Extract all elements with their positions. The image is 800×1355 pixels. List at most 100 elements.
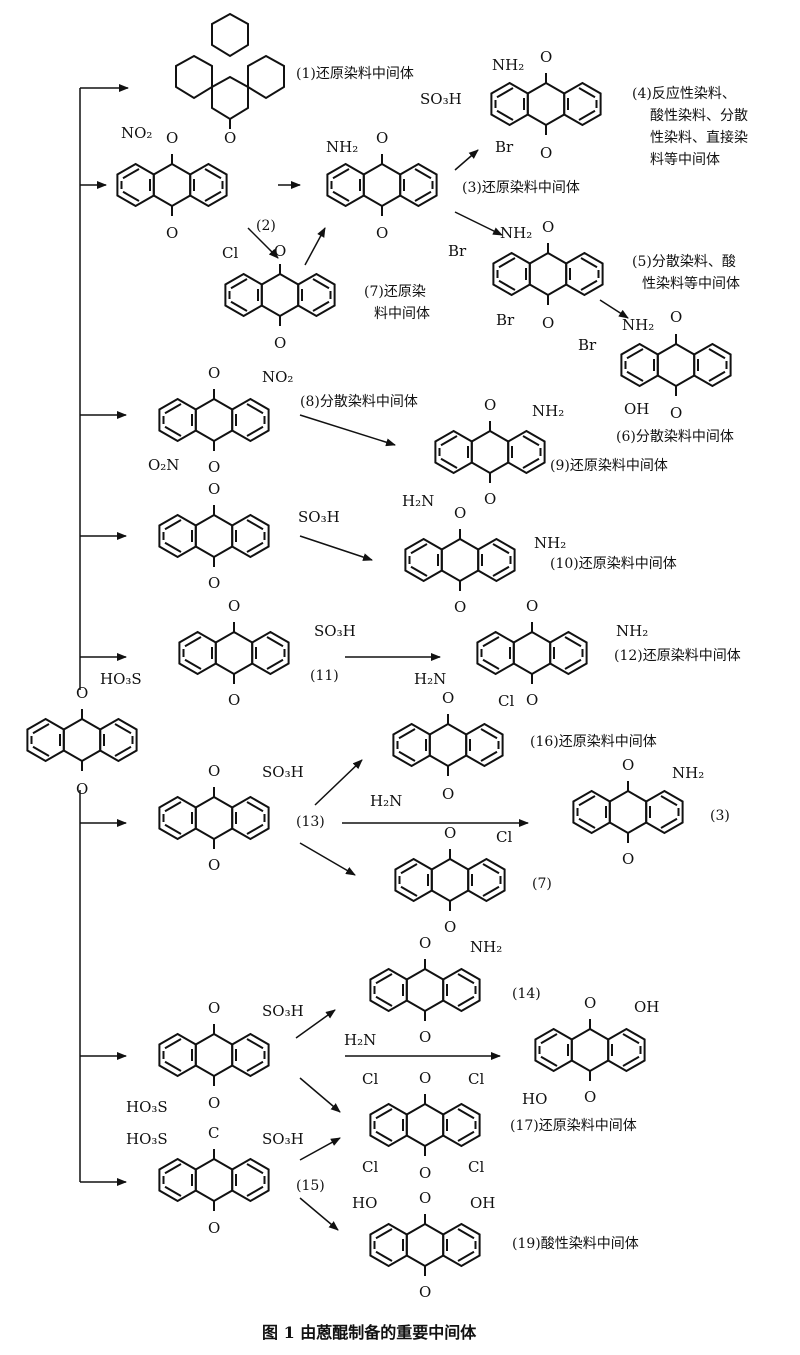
compound-4-structure (490, 72, 602, 136)
atom-O: O (622, 756, 634, 774)
substituent-Br: Br (578, 336, 597, 354)
reaction-arrows (247, 149, 629, 1231)
substituent-SO3H: SO₃H (262, 763, 304, 781)
atom-O: O (484, 490, 496, 508)
atom-O: O (228, 691, 240, 709)
atom-O: O (419, 1283, 431, 1301)
substituent-NO2: NO₂ (262, 368, 293, 386)
svg-text:(4)反应性染料、: (4)反应性染料、 (632, 85, 736, 102)
atom-O: O (542, 218, 554, 236)
substituent-Cl: Cl (468, 1158, 484, 1176)
atom-O: O (208, 762, 220, 780)
compound-2-structure (116, 153, 228, 217)
compound-10-structure (404, 528, 516, 592)
substituent-OH: OH (624, 400, 649, 418)
atom-O: O (376, 129, 388, 147)
branch-lines (79, 84, 129, 1186)
substituent-O2N: O₂N (148, 456, 179, 474)
atom-O: O (166, 129, 178, 147)
substituent-Cl: Cl (222, 244, 238, 262)
substituent-SO3H: SO₃H (298, 508, 340, 526)
atom-O: O (442, 689, 454, 707)
label-compound-11: (11) (310, 668, 339, 684)
label-compound-16: (16)还原染料中间体 (530, 734, 657, 750)
substituent-Br: Br (496, 311, 515, 329)
compound-6-structure (620, 333, 732, 397)
substituent-NH2: NH₂ (534, 534, 566, 552)
atom-O: O (454, 504, 466, 522)
compound-9-structure (434, 420, 546, 484)
atom-O: O (584, 994, 596, 1012)
substituent-H2N: H₂N (402, 492, 434, 510)
atom-O: O (540, 48, 552, 66)
substituent-OH: OH (470, 1194, 495, 1212)
substituent-NO2: NO₂ (121, 124, 152, 142)
substituent-H2N: H₂N (344, 1031, 376, 1049)
svg-text:料等中间体: 料等中间体 (650, 151, 720, 168)
atom-O: O (376, 224, 388, 242)
substituent-SO3H: SO₃H (314, 622, 356, 640)
label-compound-3-repeat: (3) (710, 808, 730, 824)
figure-caption: 图 1 由蒽醌制备的重要中间体 (262, 1323, 477, 1342)
svg-text:(7)还原染: (7)还原染 (364, 284, 426, 300)
atom-O: O (76, 684, 88, 702)
atom-O: O (274, 334, 286, 352)
label-compound-12: (12)还原染料中间体 (614, 648, 741, 664)
label-compound-5: (5)分散染料、酸 性染料等中间体 (632, 254, 740, 292)
atom-O: O (484, 396, 496, 414)
label-compound-10: (10)还原染料中间体 (550, 556, 677, 572)
atom-O: O (274, 242, 286, 260)
atom-O: O (76, 780, 88, 798)
atom-O: O (419, 1189, 431, 1207)
compound-16-structure (392, 713, 504, 777)
label-compound-3: (3)还原染料中间体 (462, 180, 580, 196)
substituent-H2N: H₂N (414, 670, 446, 688)
atom-O: O (419, 1028, 431, 1046)
compound-9-repeat-structure (369, 958, 481, 1022)
substituent-NH2: NH₂ (326, 138, 358, 156)
atom-O: O (542, 314, 554, 332)
substituent-Cl: Cl (498, 692, 514, 710)
compound-13-structure (158, 786, 270, 850)
substituent-NH2: NH₂ (616, 622, 648, 640)
substituent-NH2: NH₂ (500, 224, 532, 242)
atom-O: O (584, 1088, 596, 1106)
svg-text:(5)分散染料、酸: (5)分散染料、酸 (632, 254, 736, 270)
substituent-OH: OH (634, 998, 659, 1016)
atom-O: O (208, 364, 220, 382)
atom-O: O (526, 597, 538, 615)
substituent-H2N: H₂N (370, 792, 402, 810)
substituent-NH2: NH₂ (622, 316, 654, 334)
substituent-Cl: Cl (362, 1070, 378, 1088)
atom-O: O (540, 144, 552, 162)
atom-O: O (444, 824, 456, 842)
atom-O: O (208, 458, 220, 476)
compound-7-structure (224, 263, 336, 327)
compound-8-structure (158, 388, 270, 452)
atom-O: O (228, 597, 240, 615)
anthraquinone-structure (26, 708, 138, 772)
substituent-NH2: NH₂ (672, 764, 704, 782)
svg-text:性染料、直接染: 性染料、直接染 (650, 129, 748, 146)
label-compound-19: (19)酸性染料中间体 (512, 1236, 639, 1252)
compound-17-structure (369, 1093, 481, 1157)
atom-O: O (208, 1219, 220, 1237)
label-compound-4: (4)反应性染料、 酸性染料、分散 性染料、直接染 料等中间体 (632, 85, 748, 168)
atom-O: O (526, 691, 538, 709)
label-compound-1: (1)还原染料中间体 (296, 66, 414, 82)
atom-O: O (208, 1094, 220, 1112)
compound-18-structure (534, 1018, 646, 1082)
atom-O: O (419, 934, 431, 952)
substituent-Br: Br (448, 242, 467, 260)
substituent-SO3H: SO₃H (262, 1130, 304, 1148)
substituent-NH2: NH₂ (492, 56, 524, 74)
atom-O: O (442, 785, 454, 803)
atom-O: O (444, 918, 456, 936)
substituent-HO3S: HO₃S (126, 1098, 168, 1116)
label-compound-7: (7)还原染 料中间体 (364, 284, 430, 322)
atom-O: O (208, 999, 220, 1017)
compound-12-structure (476, 621, 588, 685)
atom-O: O (454, 598, 466, 616)
compound-10-precursor-structure (158, 504, 270, 568)
